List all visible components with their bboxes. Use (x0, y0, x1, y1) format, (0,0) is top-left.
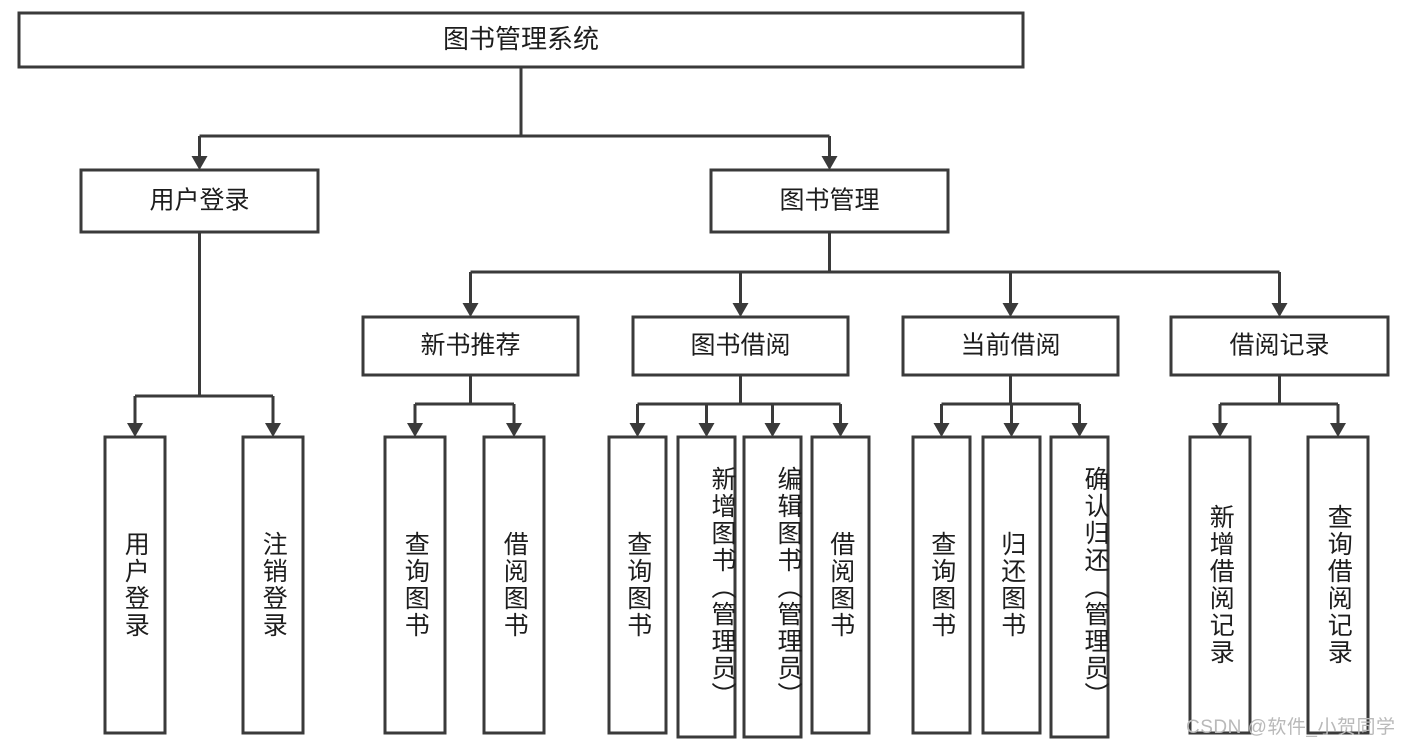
edge-branch-0-1-head (821, 156, 838, 170)
edge-branch-5-0-head (933, 423, 950, 437)
leaf-box-1[interactable] (241, 435, 305, 735)
level2-node-用户登录[interactable]: 用户登录 (79, 168, 320, 234)
edge-branch-1-2-head (1002, 303, 1019, 317)
edge-branch-5-2-head (1071, 423, 1088, 437)
level3-box-新书推荐[interactable] (361, 315, 580, 377)
level2-label-图书管理: 图书管理 (779, 187, 879, 215)
level3-label-新书推荐: 新书推荐 (420, 332, 520, 360)
root-label-图书管理系统: 图书管理系统 (443, 24, 599, 54)
edge-branch-2-1-head (265, 423, 281, 437)
leaf-node-6[interactable] (742, 435, 803, 739)
edge-branch-3-0-head (407, 423, 423, 437)
connector-edges (127, 67, 1346, 437)
leaf-node-11[interactable] (1188, 435, 1252, 735)
leaf-node-9[interactable] (981, 435, 1042, 735)
level3-node-借阅记录[interactable]: 借阅记录 (1169, 315, 1390, 377)
level3-label-借阅记录: 借阅记录 (1229, 332, 1329, 360)
edge-branch-4-2-head (764, 423, 781, 437)
edge-branch-3-1-head (506, 423, 522, 437)
edge-branch-1-3-head (1271, 303, 1288, 317)
leaf-node-7[interactable] (810, 435, 871, 735)
edge-branch-1-1-head (732, 303, 749, 317)
leaf-box-6[interactable] (742, 435, 803, 739)
level3-box-借阅记录[interactable] (1169, 315, 1390, 377)
level2-box-图书管理[interactable] (709, 168, 950, 234)
leaf-box-7[interactable] (810, 435, 871, 735)
leaf-node-0[interactable] (103, 435, 167, 735)
leaf-node-4[interactable] (607, 435, 668, 735)
leaf-box-8[interactable] (911, 435, 972, 735)
leaf-box-4[interactable] (607, 435, 668, 735)
leaf-box-12[interactable] (1306, 435, 1370, 735)
level3-label-图书借阅: 图书借阅 (690, 332, 790, 360)
leaf-node-8[interactable] (911, 435, 972, 735)
leaf-box-9[interactable] (981, 435, 1042, 735)
edge-branch-4-3-head (832, 423, 849, 437)
level3-box-当前借阅[interactable] (901, 315, 1120, 377)
leaf-node-10[interactable] (1049, 435, 1110, 739)
edge-branch-1-0-head (462, 303, 479, 317)
leaf-box-3[interactable] (482, 435, 546, 735)
level3-node-当前借阅[interactable]: 当前借阅 (901, 315, 1120, 377)
level3-label-当前借阅: 当前借阅 (960, 332, 1060, 360)
edge-branch-2-0-head (127, 423, 143, 437)
edge-branch-6-1-head (1330, 423, 1346, 437)
csdn-watermark: CSDN @软件_小贺同学 (1186, 717, 1396, 738)
leaf-box-10[interactable] (1049, 435, 1110, 739)
leaf-box-11[interactable] (1188, 435, 1252, 735)
level2-box-用户登录[interactable] (79, 168, 320, 234)
leaf-node-12[interactable] (1306, 435, 1370, 735)
leaf-box-0[interactable] (103, 435, 167, 735)
edge-branch-0-0-head (191, 156, 208, 170)
leaf-node-3[interactable] (482, 435, 546, 735)
level3-box-图书借阅[interactable] (631, 315, 850, 377)
root-node-图书管理系统[interactable]: 图书管理系统 (17, 11, 1025, 69)
edge-branch-4-1-head (698, 423, 715, 437)
leaf-node-2[interactable] (383, 435, 447, 735)
leaf-box-5[interactable] (676, 435, 737, 739)
level3-node-图书借阅[interactable]: 图书借阅 (631, 315, 850, 377)
edge-branch-4-0-head (629, 423, 646, 437)
leaf-node-5[interactable] (676, 435, 737, 739)
root-box-图书管理系统[interactable] (17, 11, 1025, 69)
leaf-box-2[interactable] (383, 435, 447, 735)
level2-label-用户登录: 用户登录 (149, 187, 249, 215)
edge-branch-6-0-head (1212, 423, 1228, 437)
leaf-node-1[interactable] (241, 435, 305, 735)
level3-node-新书推荐[interactable]: 新书推荐 (361, 315, 580, 377)
edge-branch-5-1-head (1003, 423, 1020, 437)
level2-node-图书管理[interactable]: 图书管理 (709, 168, 950, 234)
